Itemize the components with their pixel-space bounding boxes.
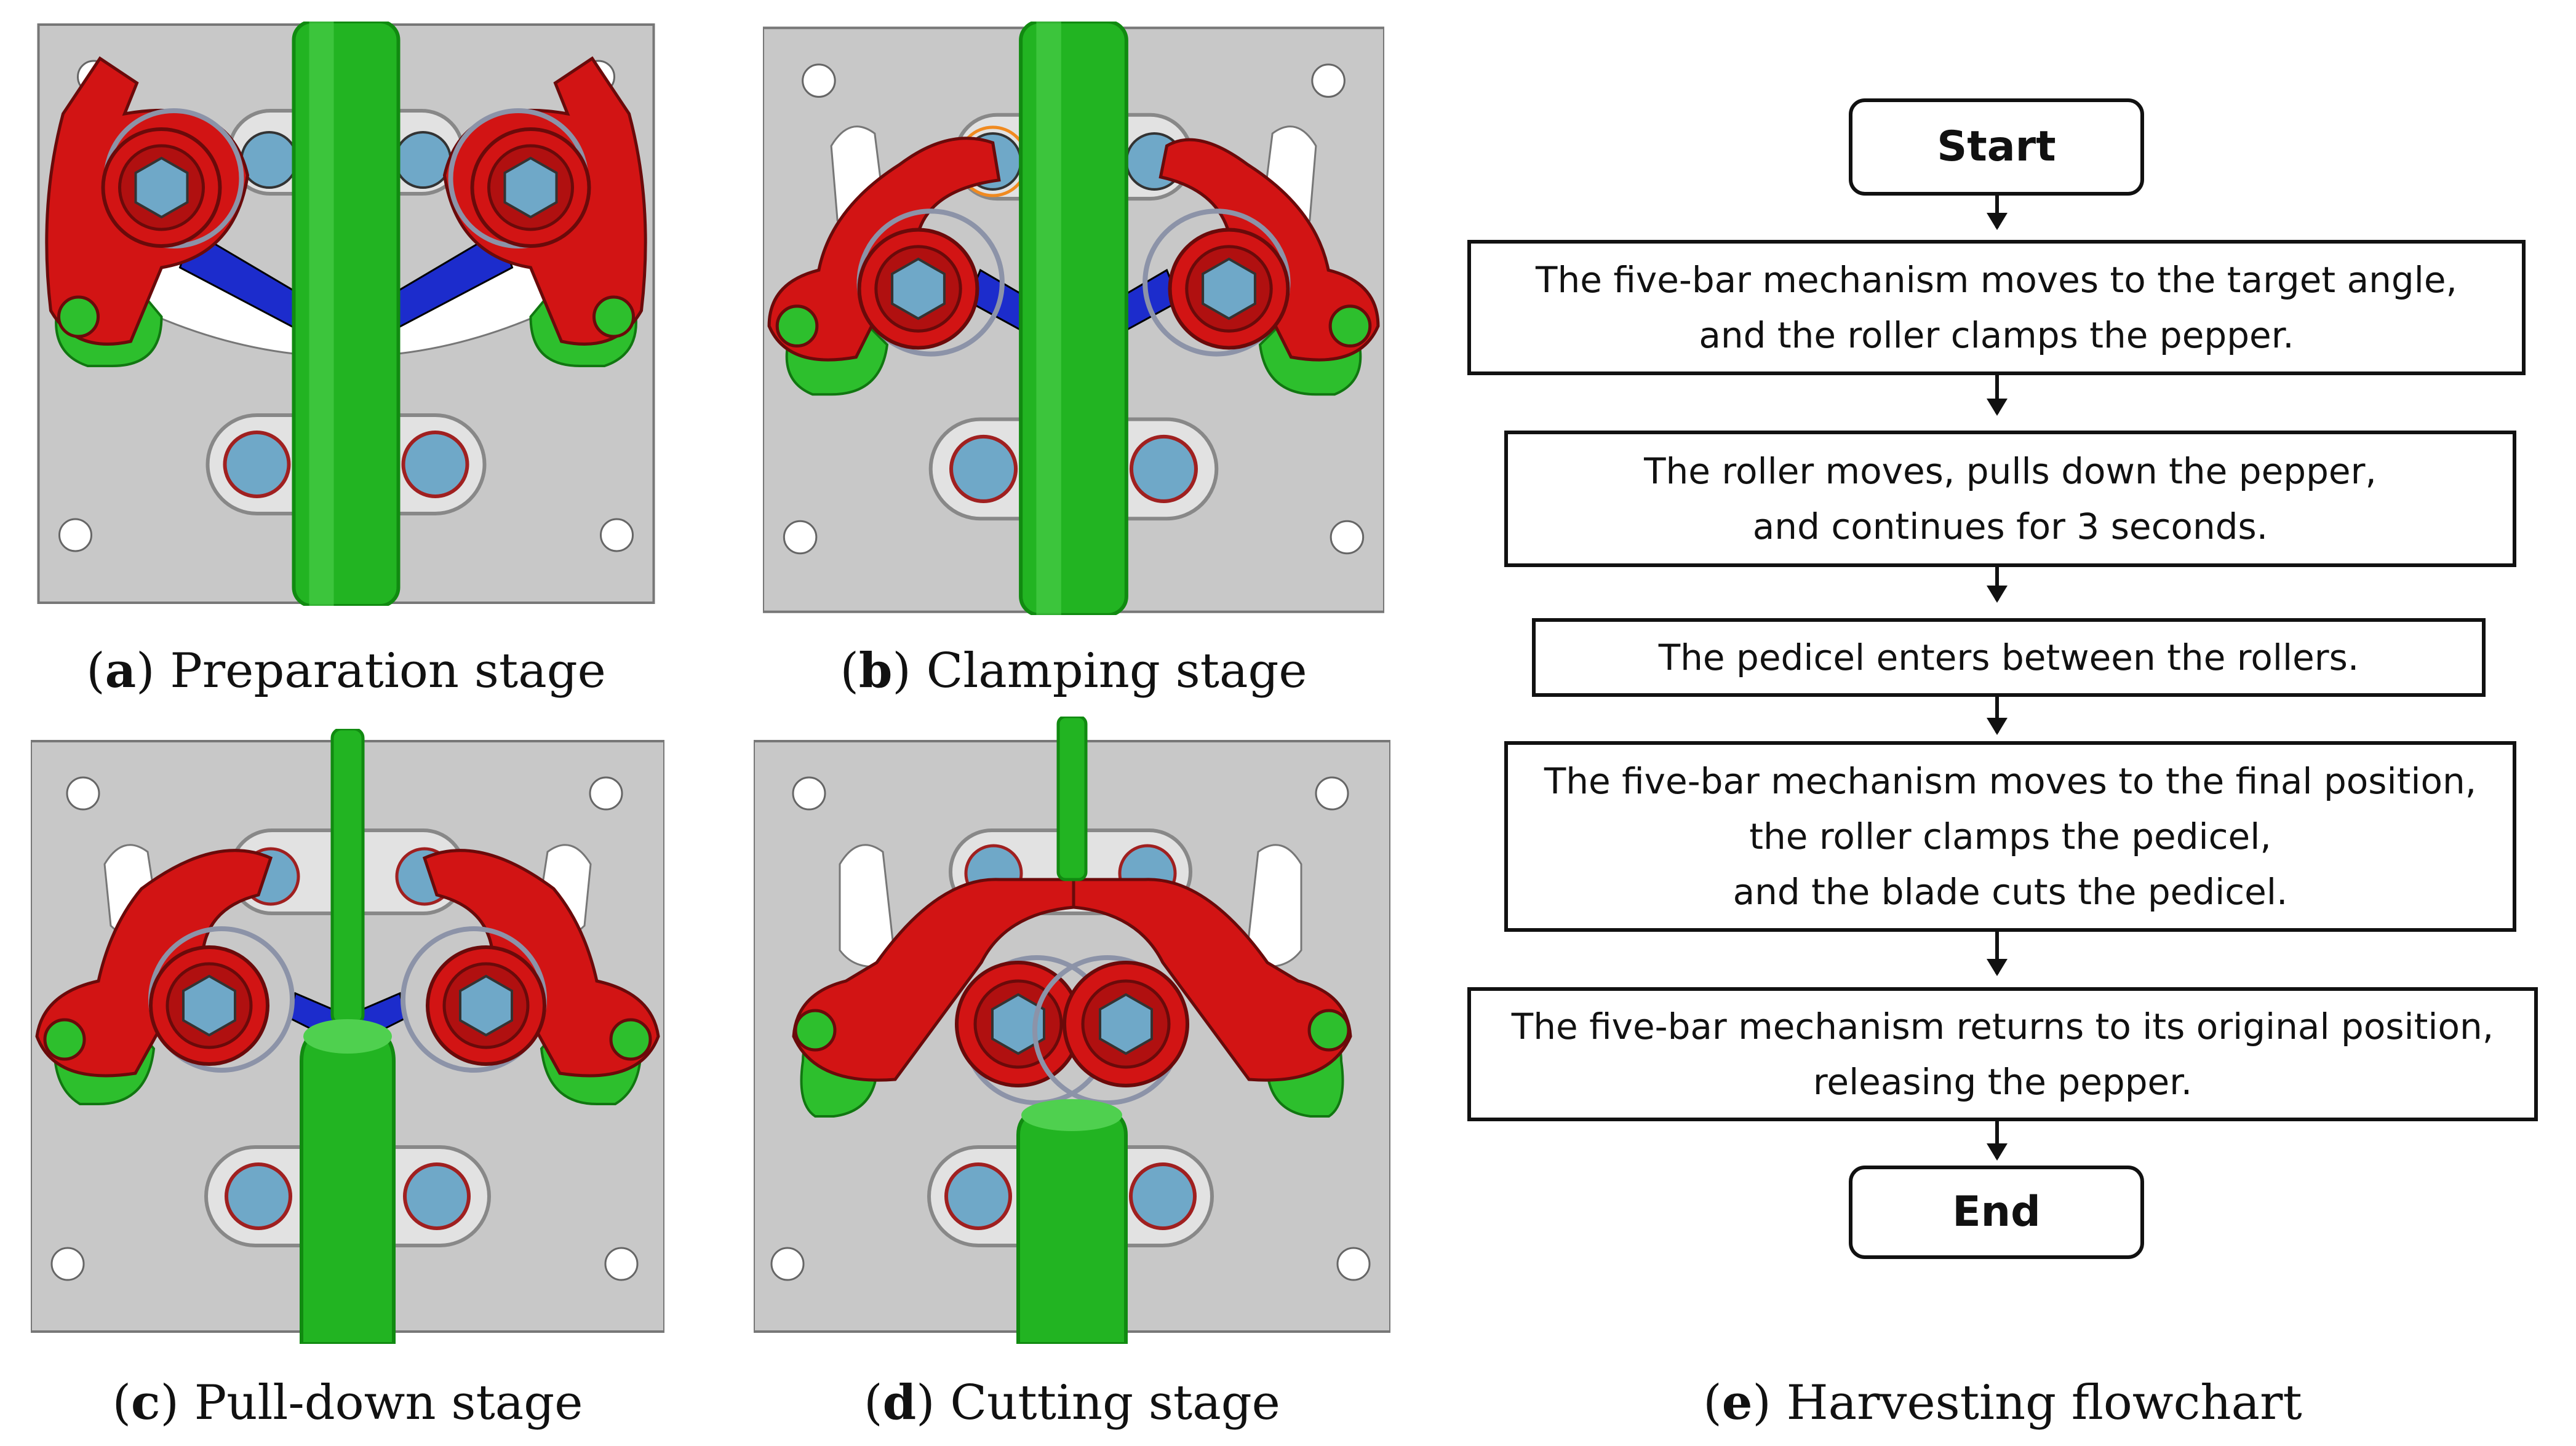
mechanism-cutting-illustration <box>754 717 1390 1344</box>
step-1-line-1: The five-bar mechanism moves to the targ… <box>1536 259 2457 301</box>
flowchart-step-4: The five-bar mechanism moves to the fina… <box>1504 741 2516 932</box>
flowchart-step-3: The pedicel enters between the rollers. <box>1532 618 2486 697</box>
panel-a-label: Preparation stage <box>170 643 606 699</box>
panel-d-caption: (d) Cutting stage <box>864 1375 1280 1431</box>
panel-a-diagram <box>37 22 655 606</box>
step-5-line-2: releasing the pepper. <box>1812 1061 2193 1103</box>
flowchart-start: Start <box>1849 98 2144 196</box>
panel-e-caption: (e) Harvesting flowchart <box>1703 1375 2302 1431</box>
panel-e-label: Harvesting flowchart <box>1786 1375 2302 1431</box>
panel-c-label: Pull-down stage <box>194 1375 583 1431</box>
flowchart-end-label: End <box>1952 1188 2041 1236</box>
flow-arrow <box>1987 1121 2008 1161</box>
step-1-line-2: and the roller clamps the pepper. <box>1699 314 2294 356</box>
flowchart-step-1: The five-bar mechanism moves to the targ… <box>1467 240 2526 375</box>
mechanism-preparation-illustration <box>37 22 655 606</box>
panel-a-letter: a <box>105 643 137 699</box>
flow-arrow <box>1987 932 2008 976</box>
flow-arrow <box>1987 375 2008 416</box>
mechanism-clamping-illustration <box>763 22 1384 615</box>
step-4-line-1: The five-bar mechanism moves to the fina… <box>1544 760 2477 802</box>
panel-c-letter: c <box>131 1375 161 1431</box>
panel-b-letter: b <box>858 643 893 699</box>
step-3-line-1: The pedicel enters between the rollers. <box>1658 637 2359 678</box>
panel-c-caption: (c) Pull-down stage <box>112 1375 583 1431</box>
panel-b-caption: (b) Clamping stage <box>840 643 1307 699</box>
step-2-line-2: and continues for 3 seconds. <box>1752 506 2268 547</box>
flowchart-end: End <box>1849 1166 2144 1259</box>
panel-d-diagram <box>754 717 1390 1344</box>
panel-e-letter: e <box>1721 1375 1753 1431</box>
panel-d-label: Cutting stage <box>950 1375 1280 1431</box>
panel-a-caption: (a) Preparation stage <box>86 643 606 699</box>
panel-d-letter: d <box>882 1375 917 1431</box>
flowchart-start-label: Start <box>1937 122 2056 171</box>
step-2-line-1: The roller moves, pulls down the pepper, <box>1644 450 2377 492</box>
panel-b-diagram <box>763 22 1384 615</box>
flow-arrow <box>1987 697 2008 735</box>
step-4-line-3: and the blade cuts the pedicel. <box>1733 871 2288 913</box>
step-5-line-1: The five-bar mechanism returns to its or… <box>1511 1006 2494 1047</box>
panel-c-diagram <box>31 729 664 1344</box>
flowchart-step-5: The five-bar mechanism returns to its or… <box>1467 987 2538 1121</box>
mechanism-pulldown-illustration <box>31 729 664 1344</box>
panel-b-label: Clamping stage <box>926 643 1307 699</box>
flow-arrow <box>1987 196 2008 230</box>
flowchart-step-2: The roller moves, pulls down the pepper,… <box>1504 431 2516 567</box>
step-4-line-2: the roller clamps the pedicel, <box>1749 816 2271 857</box>
flow-arrow <box>1987 567 2008 603</box>
